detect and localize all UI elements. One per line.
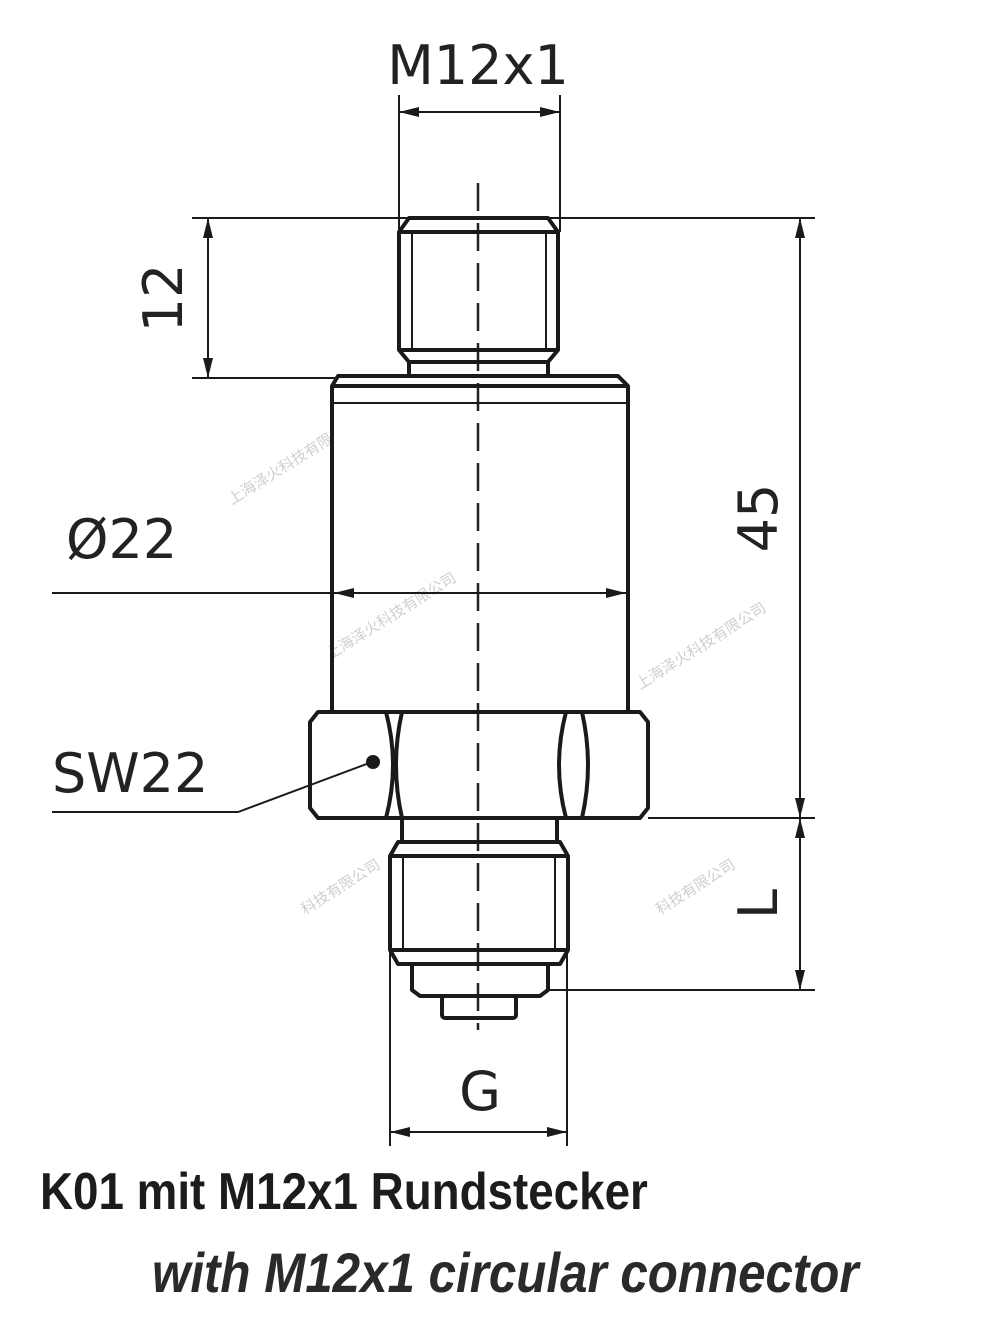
- label-overall-length: 45: [727, 484, 790, 553]
- label-thread-length: L: [727, 889, 790, 919]
- dim-connector-thread: M12x1: [387, 34, 569, 232]
- dim-overall-length: 45: [548, 217, 815, 819]
- svg-text:上海泽火科技有限公司: 上海泽火科技有限公司: [323, 569, 460, 664]
- hex-nut: [308, 710, 650, 820]
- svg-text:科技有限公司: 科技有限公司: [653, 855, 739, 918]
- dim-wrench-size: SW22: [52, 742, 380, 813]
- label-wrench-size: SW22: [52, 742, 208, 805]
- process-thread: [388, 816, 570, 1020]
- dim-thread-length: L: [548, 818, 815, 991]
- dim-body-diameter: Ø22: [52, 508, 626, 598]
- svg-text:科技有限公司: 科技有限公司: [298, 855, 384, 918]
- label-connector-length: 12: [132, 264, 195, 333]
- sensor-body: [330, 374, 630, 714]
- m12-connector: [397, 216, 560, 378]
- svg-text:上海泽火科技有限: 上海泽火科技有限: [225, 430, 336, 509]
- dim-connector-length: 12: [132, 217, 409, 379]
- label-connector-thread: M12x1: [387, 34, 569, 97]
- watermarks: 上海泽火科技有限 上海泽火科技有限公司 上海泽火科技有限公司 科技有限公司 科技…: [225, 430, 770, 919]
- svg-text:上海泽火科技有限公司: 上海泽火科技有限公司: [633, 599, 770, 694]
- label-body-diameter: Ø22: [66, 508, 177, 571]
- caption-german: K01 mit M12x1 Rundstecker: [40, 1163, 648, 1221]
- caption-english: with M12x1 circular connector: [152, 1241, 859, 1304]
- label-process-thread: G: [459, 1060, 501, 1123]
- dim-process-thread: G: [389, 950, 568, 1146]
